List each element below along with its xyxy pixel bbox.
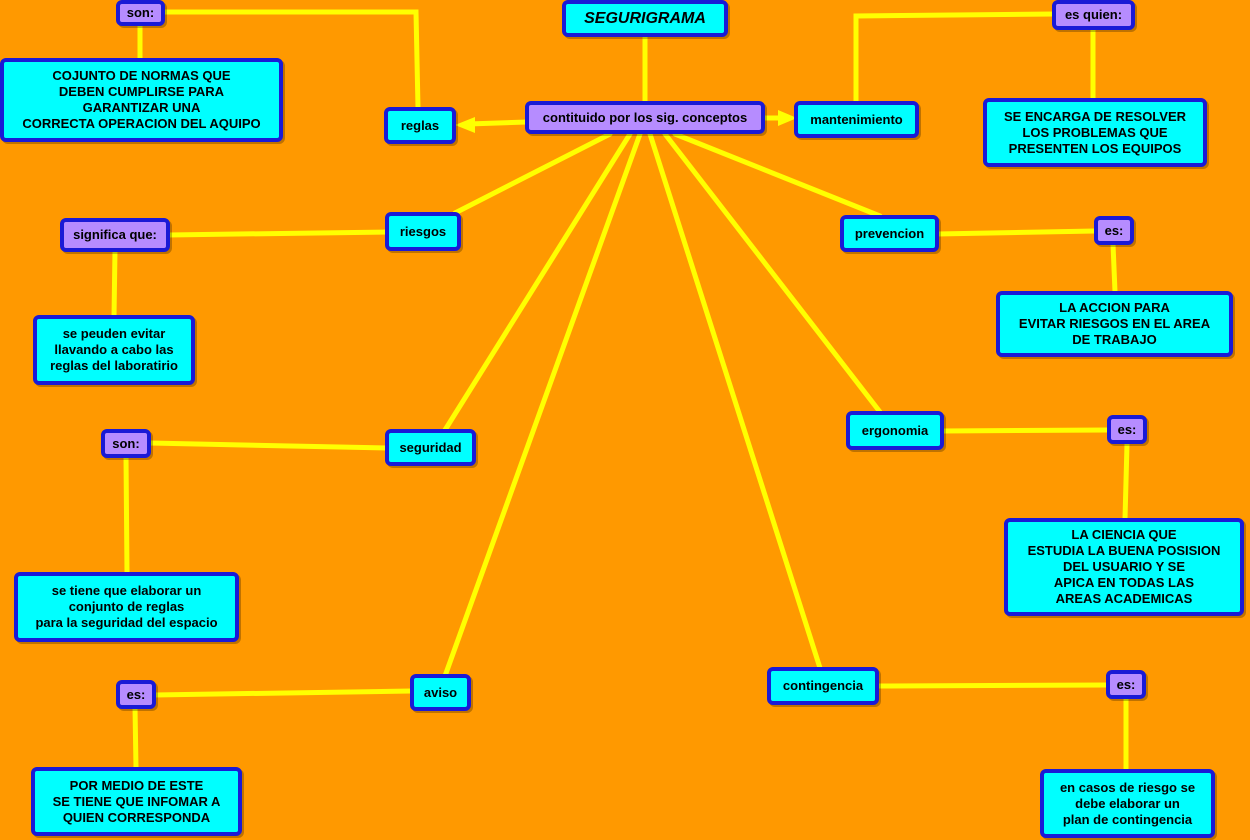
connector <box>1122 441 1130 522</box>
connector <box>1110 241 1118 295</box>
description-ergonomia: LA CIENCIA QUE ESTUDIA LA BUENA POSISION… <box>1004 518 1244 616</box>
connector <box>874 682 1111 689</box>
link-aviso: es: <box>116 680 156 709</box>
link-riesgos: significa que: <box>60 218 170 252</box>
concept-mantenimiento: mantenimiento <box>794 101 919 138</box>
description-mantenimiento: SE ENCARGA DE RESOLVER LOS PROBLEMAS QUE… <box>983 98 1207 167</box>
connector <box>147 440 390 451</box>
diagram-title: SEGURIGRAMA <box>562 0 728 37</box>
concept-prevencion: prevencion <box>840 215 939 252</box>
connector <box>442 131 633 433</box>
description-prevencion: LA ACCION PARA EVITAR RIESGOS EN EL AREA… <box>996 291 1233 357</box>
connector <box>151 688 414 698</box>
connector <box>452 131 613 216</box>
concept-ergonomia: ergonomia <box>846 411 944 450</box>
connector <box>939 427 1112 434</box>
link-mantenimiento: es quien: <box>1052 0 1135 30</box>
connector <box>662 131 883 415</box>
concept-seguridad: seguridad <box>385 429 476 466</box>
link-seguridad: son: <box>101 429 151 458</box>
connector <box>853 11 1057 105</box>
concept-contingencia: contingencia <box>767 667 879 705</box>
connector <box>111 247 118 320</box>
connector-arrowhead <box>778 110 797 126</box>
description-riesgos: se peuden evitar llavando a cabo las reg… <box>33 315 195 385</box>
connector <box>123 453 130 576</box>
concept-reglas: reglas <box>384 107 456 144</box>
description-contingencia: en casos de riesgo se debe elaborar un p… <box>1040 769 1215 838</box>
connector <box>132 704 139 771</box>
description-reglas: COJUNTO DE NORMAS QUE DEBEN CUMPLIRSE PA… <box>0 58 283 142</box>
link-prevencion: es: <box>1094 216 1134 245</box>
connector <box>442 131 643 679</box>
concept-aviso: aviso <box>410 674 471 711</box>
connector <box>160 9 421 111</box>
connector <box>934 228 1098 237</box>
hub-node: contituido por los sig. conceptos <box>525 101 765 134</box>
link-reglas: son: <box>116 0 165 26</box>
link-ergonomia: es: <box>1107 415 1147 444</box>
connector-arrowhead <box>455 117 475 133</box>
connector <box>647 131 823 671</box>
connector <box>672 131 883 219</box>
description-seguridad: se tiene que elaborar un conjunto de reg… <box>14 572 239 642</box>
description-aviso: POR MEDIO DE ESTE SE TIENE QUE INFOMAR A… <box>31 767 242 836</box>
link-contingencia: es: <box>1106 670 1146 699</box>
concept-riesgos: riesgos <box>385 212 461 251</box>
connector <box>165 229 390 238</box>
connector <box>467 119 528 127</box>
